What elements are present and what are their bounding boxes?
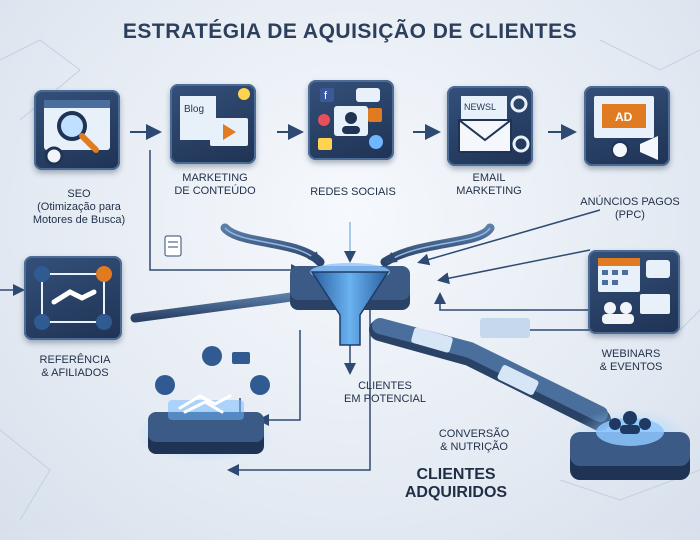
social-label: REDES SOCIAIS bbox=[310, 186, 396, 198]
magnifier-gear-icon bbox=[44, 100, 110, 166]
funnel-base bbox=[290, 263, 410, 346]
email-card: NEWSL bbox=[447, 86, 533, 166]
handshake-network-icon bbox=[34, 266, 112, 330]
content-card: Blog bbox=[170, 84, 256, 164]
conversion-label: CONVERSÃO& NUTRIÇÃO bbox=[438, 428, 510, 453]
ad-text: AD bbox=[615, 110, 633, 124]
thin-arrows bbox=[0, 150, 601, 476]
social-card: f bbox=[308, 80, 394, 160]
webinars-label: WEBINARS& EVENTOS bbox=[599, 348, 663, 373]
ppc-label: ANÚNCIOS PAGOS(PPC) bbox=[580, 196, 680, 221]
acquired-platform bbox=[568, 408, 692, 480]
social-network-icon: f bbox=[318, 88, 383, 150]
blog-video-icon: Blog bbox=[180, 88, 250, 146]
page-title: ESTRATÉGIA DE AQUISIÇÃO DE CLIENTES bbox=[122, 20, 578, 43]
conversion-conveyor bbox=[369, 318, 611, 431]
svg-text:f: f bbox=[324, 90, 328, 102]
referral-card bbox=[24, 256, 122, 340]
webinars-card bbox=[588, 250, 680, 334]
calendar-video-icon bbox=[598, 258, 670, 324]
ppc-card: AD bbox=[584, 86, 670, 166]
referral-label: REFERÊNCIA& AFILIADOS bbox=[39, 354, 111, 379]
blog-text: Blog bbox=[184, 104, 204, 115]
handshake-platform bbox=[135, 346, 275, 463]
news-text: NEWSL bbox=[464, 102, 496, 112]
document-icon bbox=[164, 235, 182, 257]
seo-card bbox=[34, 90, 120, 170]
ad-megaphone-icon: AD bbox=[594, 96, 658, 160]
newsletter-envelope-icon: NEWSL bbox=[458, 95, 530, 153]
